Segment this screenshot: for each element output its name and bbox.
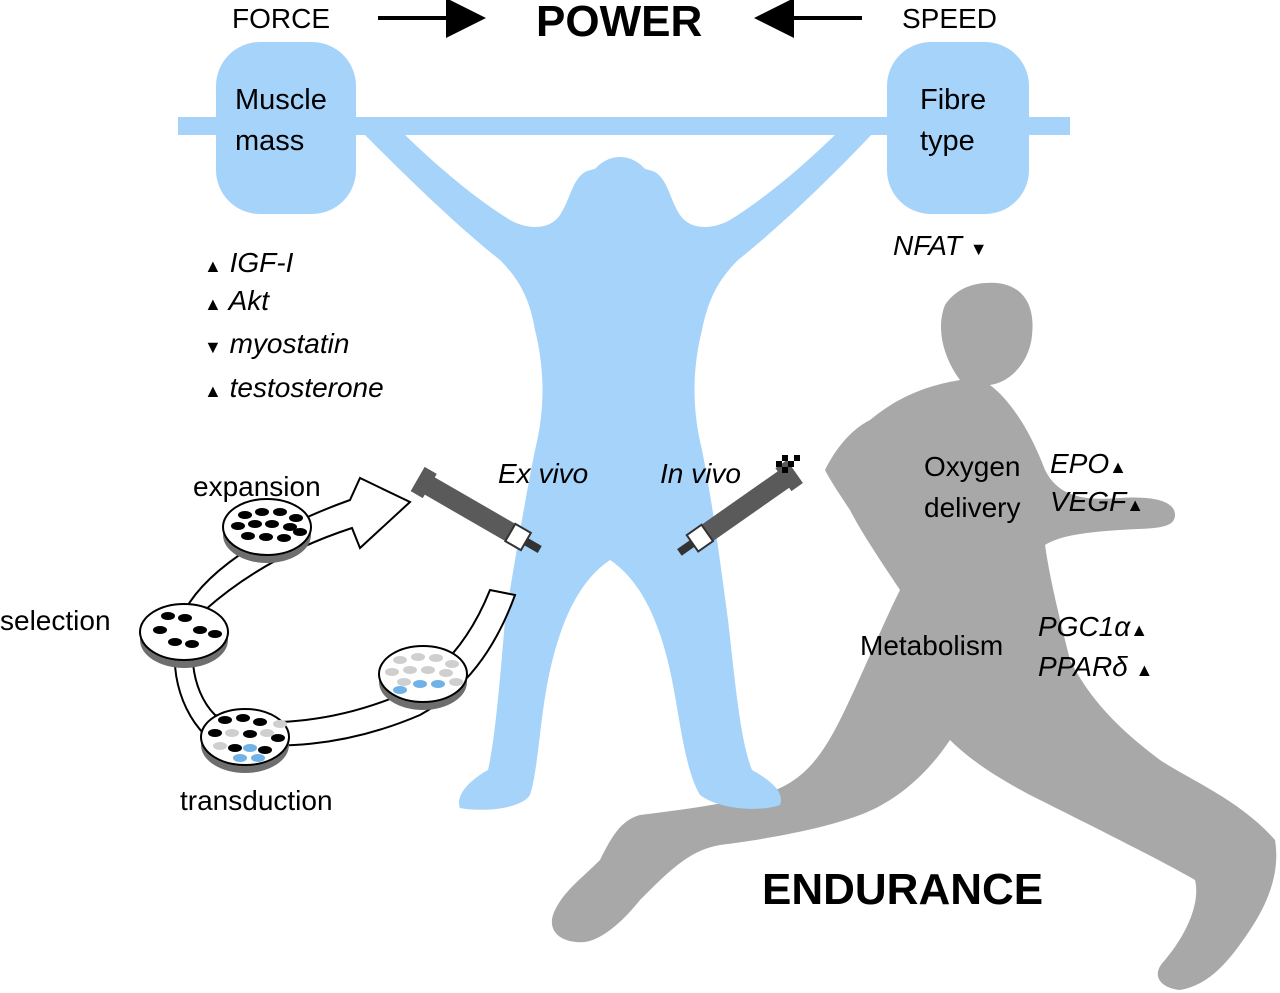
pgc-label: PGC1α — [1038, 611, 1131, 642]
pgc-regulator: PGC1α▲ — [1038, 613, 1148, 641]
muscle-mass-label: Muscle mass — [235, 80, 327, 162]
up-triangle-icon: ▲ — [204, 294, 222, 314]
nfat-label: NFAT — [893, 230, 962, 261]
fibre-label-line1: Fibre — [920, 84, 987, 116]
down-triangle-icon: ▼ — [204, 337, 222, 357]
dish-transduction — [200, 708, 290, 773]
delivery-label: delivery — [924, 492, 1021, 523]
ppar-label: PPARδ — [1038, 651, 1128, 682]
in-vivo-label: In vivo — [660, 458, 741, 489]
metabolism-label: Metabolism — [860, 630, 1004, 661]
testosterone-label: testosterone — [229, 372, 384, 403]
injection-dots — [776, 455, 800, 473]
epo-label: EPO — [1050, 448, 1110, 479]
up-triangle-icon: ▲ — [1109, 457, 1127, 477]
power-title: POWER — [536, 0, 703, 46]
in-vivo-syringe — [677, 460, 803, 556]
vegf-label: VEGF — [1050, 486, 1127, 517]
expansion-label: expansion — [193, 471, 321, 502]
fibre-type-label: Fibre type — [920, 80, 986, 162]
myostatin-regulator: ▼ myostatin — [204, 330, 349, 358]
endurance-title: ENDURANCE — [762, 865, 1044, 914]
igf-label: IGF-I — [229, 247, 294, 278]
speed-label: SPEED — [902, 3, 997, 34]
nfat-regulator: NFAT ▼ — [893, 232, 988, 260]
oxygen-label: Oxygen — [924, 451, 1021, 482]
down-triangle-icon: ▼ — [969, 239, 988, 259]
muscle-label-line1: Muscle — [235, 84, 327, 116]
dish-transduced — [378, 645, 468, 710]
weightlifter-silhouette — [178, 42, 1070, 810]
dish-expansion — [222, 498, 312, 563]
vegf-regulator: VEGF▲ — [1050, 488, 1144, 516]
akt-label: Akt — [228, 285, 270, 316]
transduction-label: transduction — [180, 785, 333, 816]
dish-selection — [139, 603, 229, 668]
ex-vivo-label: Ex vivo — [498, 458, 589, 489]
force-label: FORCE — [232, 3, 330, 34]
up-triangle-icon: ▲ — [204, 256, 222, 276]
fibre-label-line2: type — [920, 125, 975, 157]
up-triangle-icon: ▲ — [1126, 495, 1145, 515]
ex-vivo-syringe — [410, 466, 542, 553]
akt-regulator: ▲ Akt — [204, 287, 269, 315]
runner-silhouette — [551, 282, 1277, 991]
up-triangle-icon: ▲ — [1130, 620, 1149, 640]
igf-regulator: ▲ IGF-I — [204, 249, 293, 277]
epo-regulator: EPO▲ — [1050, 450, 1127, 478]
muscle-label-line2: mass — [235, 125, 305, 157]
testosterone-regulator: ▲ testosterone — [204, 374, 384, 402]
up-triangle-icon: ▲ — [1135, 660, 1154, 680]
up-triangle-icon: ▲ — [204, 381, 222, 401]
myostatin-label: myostatin — [229, 328, 350, 359]
selection-label: selection — [0, 605, 111, 636]
ppar-regulator: PPARδ ▲ — [1038, 653, 1153, 681]
